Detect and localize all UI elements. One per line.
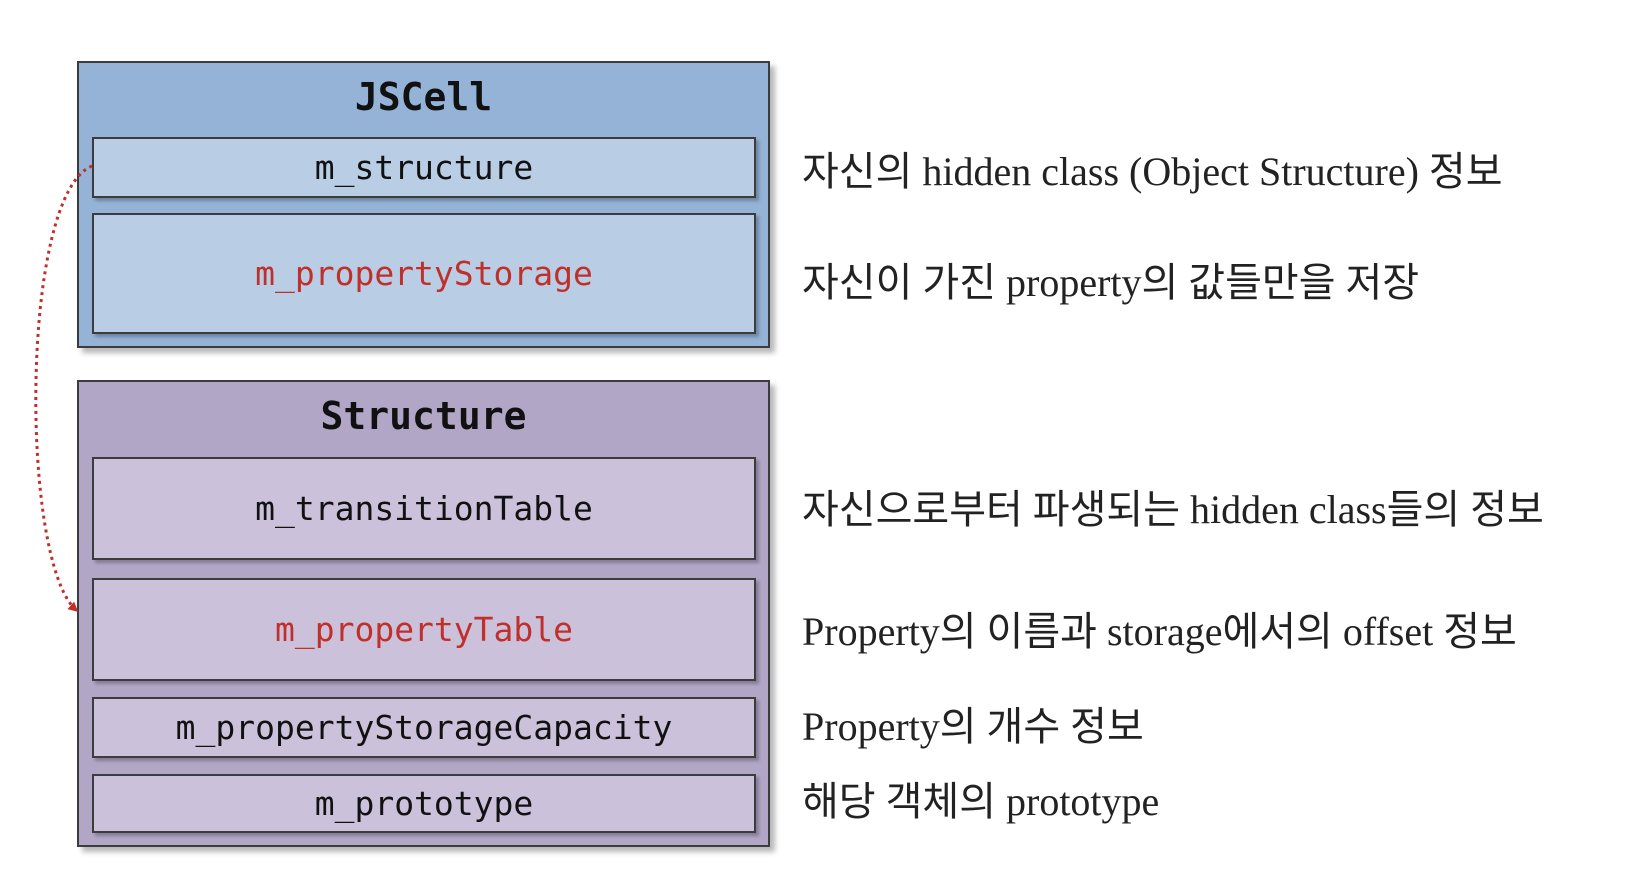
desc-m-property-storage: 자신이 가진 property의 값들만을 저장 (802, 260, 1420, 305)
jscell-field-m-property-storage: m_propertyStorage (92, 213, 756, 334)
structure-box: Structure m_transitionTable m_propertyTa… (77, 380, 770, 847)
desc-m-transition-table: 자신으로부터 파생되는 hidden class들의 정보 (802, 487, 1544, 532)
desc-m-prototype: 해당 객체의 prototype (802, 779, 1160, 824)
desc-m-structure: 자신의 hidden class (Object Structure) 정보 (802, 149, 1503, 194)
jscell-title: JSCell (354, 75, 493, 119)
structure-field-m-property-storage-capacity: m_propertyStorageCapacity (92, 697, 756, 758)
jscell-field-m-structure: m_structure (92, 137, 756, 198)
desc-m-property-storage-capacity: Property의 개수 정보 (802, 704, 1144, 749)
jscell-box: JSCell m_structure m_propertyStorage (77, 61, 770, 348)
structure-field-m-property-table: m_propertyTable (92, 578, 756, 681)
structure-field-m-prototype: m_prototype (92, 774, 756, 833)
structure-title: Structure (320, 394, 527, 438)
structure-field-m-transition-table: m_transitionTable (92, 457, 756, 560)
desc-m-property-table: Property의 이름과 storage에서의 offset 정보 (802, 609, 1517, 654)
